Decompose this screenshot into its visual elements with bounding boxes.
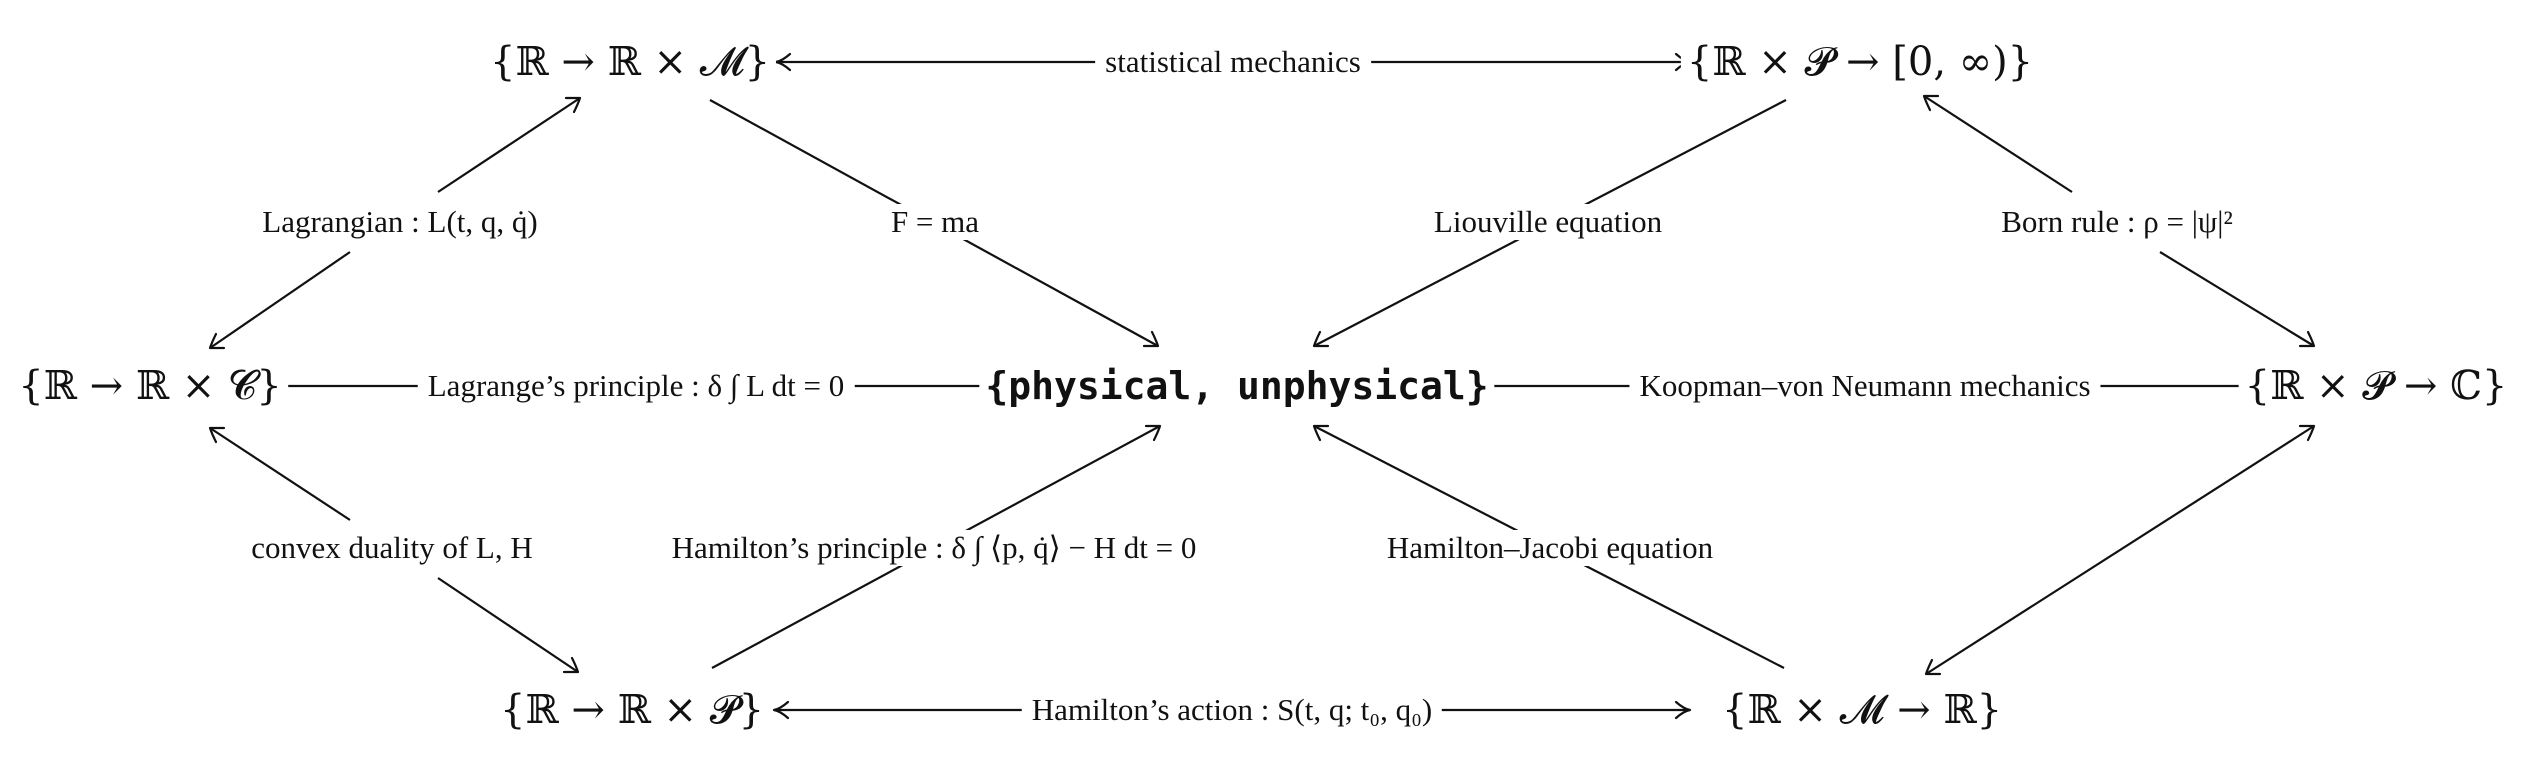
node-mid-left: {ℝ → ℝ × 𝓒} — [12, 363, 288, 409]
edge-lagrangian-up — [437, 97, 581, 193]
edge-lagrangian-down — [209, 251, 351, 349]
label-lagrangian: Lagrangian : L(t, q, q̇) — [252, 204, 548, 240]
edge-bottom-right-diag — [1925, 425, 2315, 675]
label-born-rule: Born rule : ρ = |ψ|² — [1991, 204, 2243, 240]
label-koopman: Koopman–von Neumann mechanics — [1629, 368, 2101, 404]
label-hamilton-principle: Hamilton’s principle : δ ∫ ⟨p, q̇⟩ − H d… — [661, 530, 1207, 566]
label-hamilton-action: Hamilton’s action : S(t, q; t₀, q₀) — [1021, 692, 1443, 728]
label-hamilton-jacobi: Hamilton–Jacobi equation — [1376, 530, 1724, 566]
label-lagrange-principle: Lagrange’s principle : δ ∫ L dt = 0 — [417, 368, 855, 404]
node-bottom-left: {ℝ → ℝ × 𝓟} — [493, 687, 771, 733]
label-statistical-mechanics: statistical mechanics — [1095, 44, 1371, 80]
label-convex-duality: convex duality of L, H — [241, 530, 543, 566]
edge-born-rule — [1923, 95, 2073, 193]
node-bottom-right: {ℝ × 𝓜 → ℝ} — [1715, 687, 2009, 733]
node-top-left: {ℝ → ℝ × 𝓜} — [483, 39, 777, 85]
node-center: {physical, unphysical} — [979, 364, 1495, 408]
edge-convex-duality-up — [209, 427, 351, 521]
label-f-ma: F = ma — [880, 204, 990, 240]
node-top-right: {ℝ × 𝓟 → [0, ∞)} — [1680, 39, 2040, 85]
edge-convex-duality-down — [437, 577, 579, 673]
node-mid-right: {ℝ × 𝓟 → ℂ} — [2238, 363, 2514, 409]
edge-born-rule-down — [2159, 251, 2315, 347]
label-liouville: Liouville equation — [1423, 204, 1673, 240]
